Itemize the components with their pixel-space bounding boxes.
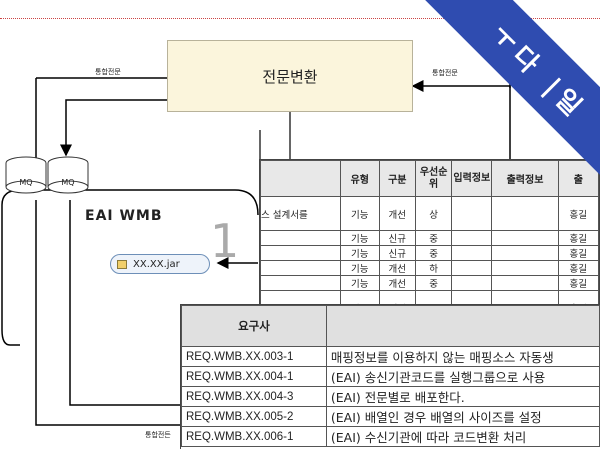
spec-cell: [451, 275, 493, 291]
spec-cell: [260, 275, 342, 291]
spec-cell: 홍길: [557, 275, 599, 291]
req-text: (EAI) 전문별로 배포한다.: [325, 386, 600, 407]
req-id: REQ.WMB.XX.004-1: [181, 366, 327, 387]
spec-table: 유형 구분 우선순위 입력정보 출력정보 출 스 설계서를 기능 개선 상 홍길…: [259, 159, 600, 325]
req-text: (EAI) 수신기관에 따라 코드변환 처리: [325, 426, 600, 447]
spec-cell: [491, 230, 559, 246]
spec-cell: [451, 196, 493, 231]
spec-cell: 신규: [378, 245, 417, 261]
spec-cell: [451, 260, 493, 276]
spec-header: 출: [557, 160, 599, 197]
spec-cell: 기능: [340, 230, 380, 246]
spec-cell: [260, 245, 342, 261]
spec-cell: 개선: [378, 260, 417, 276]
spec-header: 우선순위: [415, 160, 453, 197]
spec-cell: 개선: [378, 275, 417, 291]
connector-right-top: [411, 80, 511, 92]
jar-label: XX.XX.jar: [133, 258, 180, 270]
file-icon: [117, 259, 127, 269]
spec-header: 유형: [340, 160, 380, 197]
req-text: (EAI) 송신기관코드를 실행그룹으로 사용: [325, 366, 600, 387]
eai-container: [1, 189, 259, 346]
spec-cell: 기능: [340, 260, 380, 276]
connector-left-bottom: [35, 200, 180, 426]
spec-cell: 홍길: [557, 230, 599, 246]
spec-cell: [451, 245, 493, 261]
req-id: REQ.WMB.XX.006-1: [181, 426, 327, 447]
spec-cell: 개선: [378, 196, 417, 231]
jar-file: XX.XX.jar: [110, 254, 210, 274]
spec-cell: 홍길: [557, 196, 599, 231]
label-bottom: 통합전든: [145, 431, 171, 439]
spec-cell: [491, 275, 559, 291]
req-id: REQ.WMB.XX.005-2: [181, 406, 327, 427]
req-header-blank: [325, 305, 600, 347]
spec-cell: [491, 196, 559, 231]
spec-cell: 상: [415, 196, 453, 231]
spec-cell: [260, 260, 342, 276]
mq-label-2: MQ: [61, 178, 75, 187]
spec-cell: 홍길: [557, 260, 599, 276]
spec-cell: [491, 260, 559, 276]
spec-cell: [260, 230, 342, 246]
req-id: REQ.WMB.XX.004-3: [181, 386, 327, 407]
spec-header: [260, 160, 342, 197]
spec-cell: [491, 245, 559, 261]
spec-header: 출력정보: [491, 160, 559, 197]
spec-cell: [451, 230, 493, 246]
spec-header: 구분: [378, 160, 417, 197]
mq-cylinder-1: [5, 156, 47, 194]
spec-cell: 기능: [340, 196, 380, 231]
spec-cell: 기능: [340, 245, 380, 261]
spec-cell: 중: [415, 275, 453, 291]
spec-cell: 하: [415, 260, 453, 276]
spec-cell: 신규: [378, 230, 417, 246]
connector-left-bottom-2: [69, 200, 180, 406]
req-id: REQ.WMB.XX.003-1: [181, 346, 327, 367]
eai-title: EAI WMB: [85, 208, 163, 224]
step-number: 1: [210, 214, 240, 268]
mq-label-1: MQ: [19, 178, 33, 187]
mq-cylinder-2: [47, 156, 89, 194]
req-header: 요구사: [181, 305, 327, 347]
spec-header: 입력정보: [451, 160, 493, 197]
connector-inner-down: [60, 99, 167, 157]
spec-cell: 중: [415, 245, 453, 261]
label-right-top: 통합전문: [432, 69, 458, 77]
transform-box: 전문변환: [167, 40, 413, 112]
req-text: 매핑정보를 이용하지 않는 매핑소스 자동생: [325, 346, 600, 367]
spec-cell: 스 설계서를: [260, 196, 342, 231]
spec-cell: 홍길: [557, 245, 599, 261]
requirements-table: 요구사 REQ.WMB.XX.003-1 매핑정보를 이용하지 않는 매핑소스 …: [180, 304, 600, 449]
spec-cell: 기능: [340, 275, 380, 291]
req-text: (EAI) 배열인 경우 배열의 사이즈를 설정: [325, 406, 600, 427]
spec-cell: 중: [415, 230, 453, 246]
label-left-top: 통합전문: [95, 68, 121, 76]
